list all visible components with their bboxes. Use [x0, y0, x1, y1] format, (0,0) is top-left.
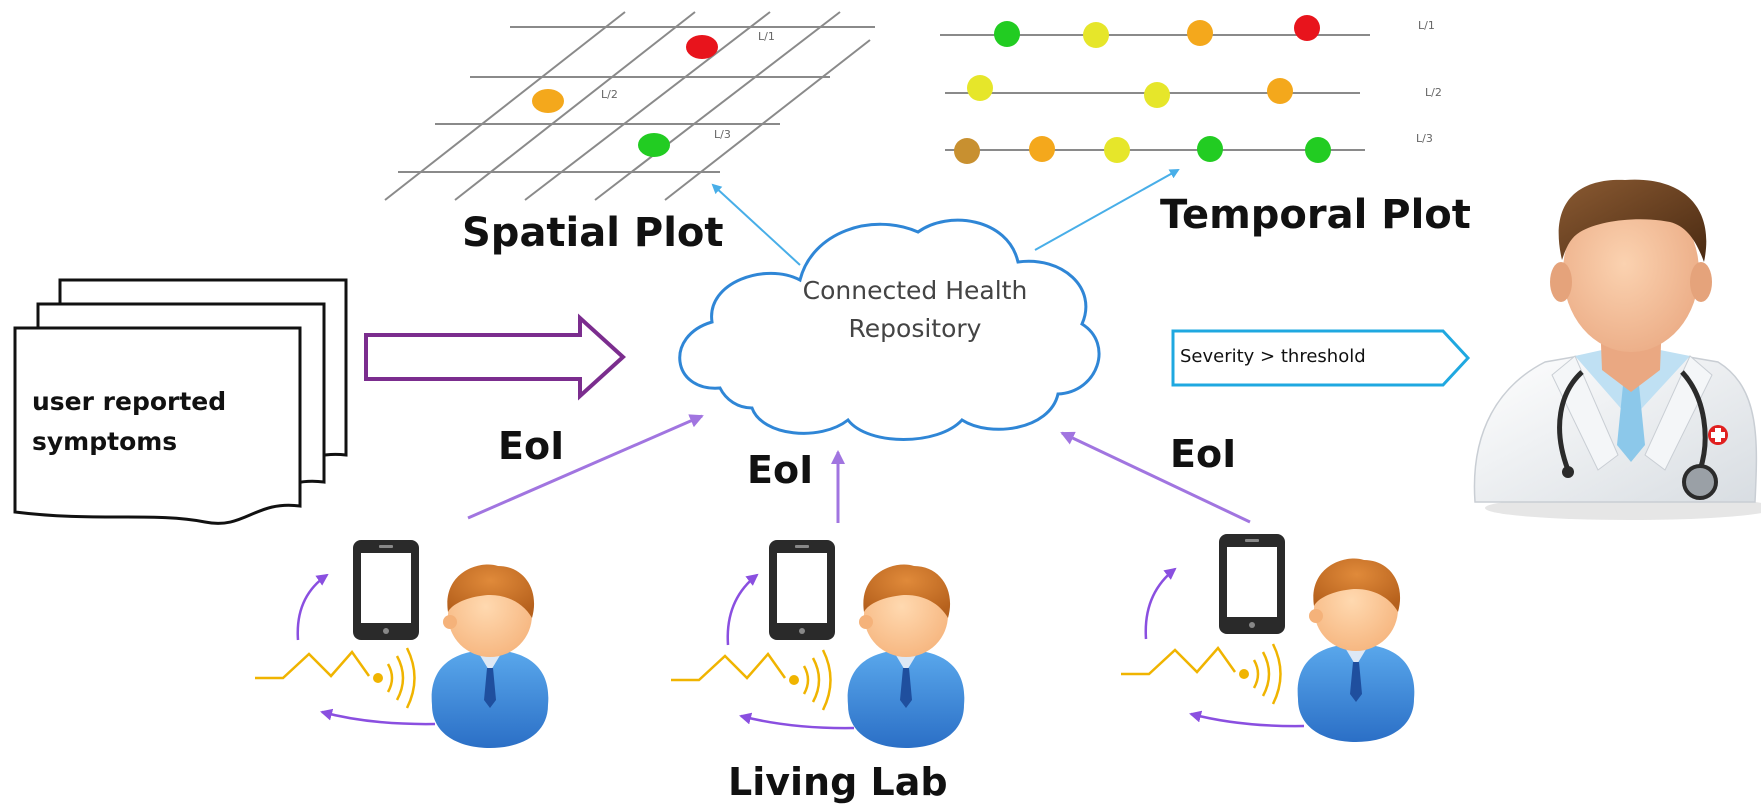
spatial-tick-2: L/2 [601, 88, 618, 101]
temporal-point [1083, 22, 1109, 48]
living-lab-title: Living Lab [728, 760, 948, 804]
temporal-plot-points [954, 15, 1331, 164]
living-lab-node-2 [671, 540, 965, 748]
temporal-tick-3: L/3 [1416, 132, 1433, 145]
temporal-point [1187, 20, 1213, 46]
symptoms-to-cloud-arrow [364, 313, 626, 401]
temporal-point [994, 21, 1020, 47]
spatial-point-2 [532, 89, 564, 113]
cloud-shape [678, 218, 1101, 441]
temporal-point [1305, 137, 1331, 163]
living-lab-node-3 [1121, 534, 1415, 742]
spatial-plot-points [532, 35, 718, 157]
eoi-arrow-right [1060, 431, 1251, 524]
temporal-point [1197, 136, 1223, 162]
spatial-point-1 [686, 35, 718, 59]
arrow-to-spatial-plot [711, 183, 801, 266]
temporal-point [1144, 82, 1170, 108]
temporal-point [1104, 137, 1130, 163]
severity-threshold-label: Severity > threshold [1180, 346, 1366, 367]
symptoms-documents [13, 278, 348, 525]
doctor-illustration [1473, 179, 1761, 520]
eoi-label-center: EoI [747, 448, 814, 492]
spatial-tick-3: L/3 [714, 128, 731, 141]
temporal-point [1294, 15, 1320, 41]
cloud-label: Connected Health Repository [802, 276, 1028, 343]
temporal-plot-ticks: L/1 L/2 L/3 [1416, 19, 1442, 145]
temporal-point [1267, 78, 1293, 104]
living-lab-node-1 [255, 540, 549, 748]
temporal-tick-1: L/1 [1418, 19, 1435, 32]
spatial-plot-title: Spatial Plot [462, 210, 724, 256]
severity-arrow-shape [1171, 329, 1471, 387]
temporal-point [967, 75, 993, 101]
user-reported-symptoms-label: user reported symptoms [32, 387, 227, 456]
eoi-arrow-left [467, 414, 704, 520]
temporal-point [954, 138, 980, 164]
spatial-plot-ticks: L/1 L/2 L/3 [601, 30, 775, 141]
temporal-point [1029, 136, 1055, 162]
arrow-to-temporal-plot [1034, 169, 1180, 251]
spatial-point-3 [638, 133, 670, 157]
eoi-label-right: EoI [1170, 432, 1237, 476]
temporal-tick-2: L/2 [1425, 86, 1442, 99]
temporal-plot-title: Temporal Plot [1160, 192, 1471, 238]
spatial-tick-1: L/1 [758, 30, 775, 43]
eoi-label-left: EoI [498, 424, 565, 468]
spatial-plot-grid [384, 11, 875, 201]
